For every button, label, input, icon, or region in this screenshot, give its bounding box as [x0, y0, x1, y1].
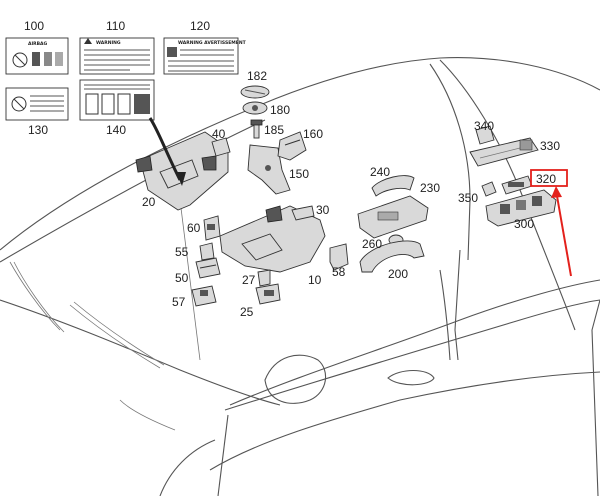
sticker-warning-fr-text: WARNING AVERTISSEMENT: [178, 40, 247, 46]
part-30: [291, 205, 315, 221]
part-182: [240, 85, 270, 99]
label-60: 60: [187, 221, 201, 235]
part-200: [359, 240, 425, 273]
label-20: 20: [142, 195, 156, 209]
part-25: [255, 283, 281, 305]
sticker-100: AIRBAG: [5, 37, 69, 75]
part-340: [475, 125, 495, 145]
label-180: 180: [270, 103, 290, 117]
sticker-120: WARNING AVERTISSEMENT: [163, 37, 247, 75]
sticker-130: [5, 87, 69, 121]
sticker-warning-text: WARNING: [96, 40, 121, 46]
sticker-airbag-text: AIRBAG: [28, 41, 48, 47]
label-120: 120: [190, 19, 210, 33]
label-30: 30: [316, 203, 330, 217]
part-27: [257, 269, 271, 287]
part-50: [195, 257, 221, 279]
label-140: 140: [106, 123, 126, 137]
label-130: 130: [28, 123, 48, 137]
label-58: 58: [332, 265, 346, 279]
label-110: 110: [106, 19, 125, 33]
label-230: 230: [420, 181, 440, 195]
label-100: 100: [24, 19, 44, 33]
label-10: 10: [308, 273, 322, 287]
part-240: [371, 175, 415, 197]
part-160: [277, 131, 307, 161]
label-55: 55: [175, 245, 189, 259]
part-58: [329, 243, 349, 271]
label-150: 150: [289, 167, 309, 181]
part-180: [242, 101, 268, 115]
label-200: 200: [388, 267, 408, 281]
part-10-sun-visor: [219, 205, 326, 273]
label-160: 160: [303, 127, 323, 141]
label-240: 240: [370, 165, 390, 179]
label-182: 182: [247, 69, 267, 83]
part-40: [211, 137, 231, 157]
label-25: 25: [240, 305, 254, 319]
label-50: 50: [175, 271, 189, 285]
part-330: [469, 137, 539, 167]
part-320: [501, 175, 533, 195]
part-57: [191, 285, 217, 307]
pointer-arrow-head: [176, 172, 186, 186]
label-57: 57: [172, 295, 186, 309]
label-40: 40: [212, 127, 226, 141]
label-27: 27: [242, 273, 256, 287]
part-55: [199, 242, 215, 261]
label-330: 330: [540, 139, 560, 153]
part-185: [250, 119, 263, 139]
part-60: [203, 215, 221, 241]
highlight-arrow-head: [551, 186, 562, 198]
part-300: [485, 189, 557, 227]
label-320: 320: [536, 172, 556, 186]
highlight-box-320: [530, 169, 568, 187]
highlight-arrow-320: [556, 195, 572, 277]
label-340: 340: [474, 119, 494, 133]
label-300: 300: [514, 217, 534, 231]
sticker-140: [79, 79, 155, 121]
label-350: 350: [458, 191, 478, 205]
pointer-arrow-140: [148, 117, 182, 181]
car-body-outline: [0, 57, 600, 496]
label-185: 185: [264, 123, 284, 137]
part-230: [357, 195, 429, 239]
sticker-110: WARNING: [79, 37, 155, 75]
part-350: [481, 181, 497, 197]
label-260: 260: [362, 237, 382, 251]
